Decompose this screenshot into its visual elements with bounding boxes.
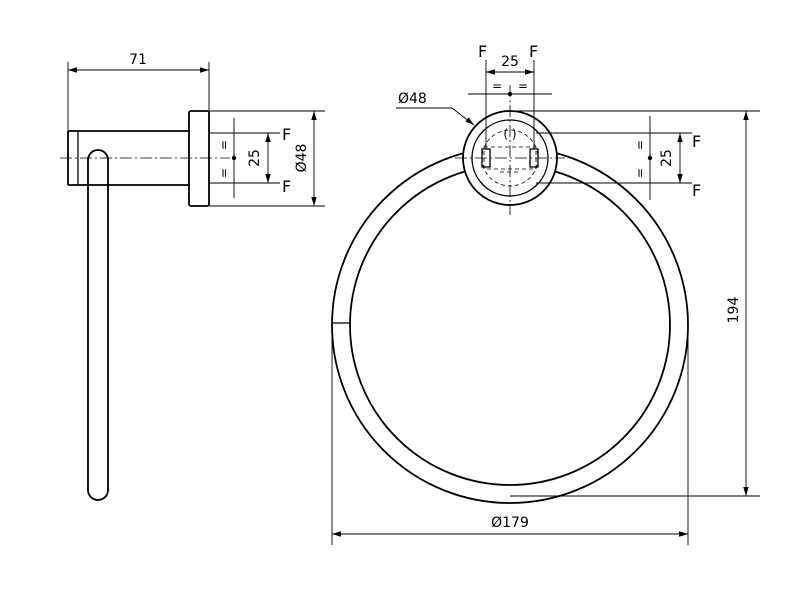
front-eq-left: =	[492, 79, 502, 93]
side-fix-top: F	[282, 125, 291, 144]
front-v-eq-top: =	[633, 140, 647, 150]
side-wall-plate	[188, 110, 210, 207]
side-d48-label: Ø48	[294, 144, 310, 173]
front-screw-label: 25	[501, 54, 519, 70]
side-eq-top: =	[217, 140, 231, 150]
front-v-eq-center-dot	[647, 155, 653, 161]
side-screw-label: 25	[247, 149, 263, 167]
front-height-label: 194	[726, 297, 742, 324]
front-v-eq-bottom: =	[633, 168, 647, 178]
front-d48-label: Ø48	[398, 91, 427, 107]
front-v-label: 25	[659, 149, 675, 167]
front-ring-label: Ø179	[491, 515, 529, 531]
side-fix-bottom: F	[282, 177, 291, 196]
side-ring-bar	[87, 149, 109, 501]
front-fix-left: F	[478, 42, 487, 61]
front-eq-center-dot	[507, 91, 513, 97]
front-v-fix-bottom: F	[692, 181, 701, 200]
front-v-fix-top: F	[692, 132, 701, 151]
side-eq-center-dot	[231, 155, 237, 161]
side-ring-top-arc	[87, 149, 109, 161]
front-d48-leader	[451, 107, 475, 126]
side-view: 71 Ø48 25 F F = =	[60, 52, 325, 501]
front-eq-right: =	[518, 79, 528, 93]
side-eq-bottom: =	[217, 168, 231, 178]
front-fix-right: F	[529, 42, 538, 61]
front-view: ( ) 25 F F = = Ø48 25 F F = =	[331, 42, 760, 545]
side-width-label: 71	[129, 52, 147, 68]
